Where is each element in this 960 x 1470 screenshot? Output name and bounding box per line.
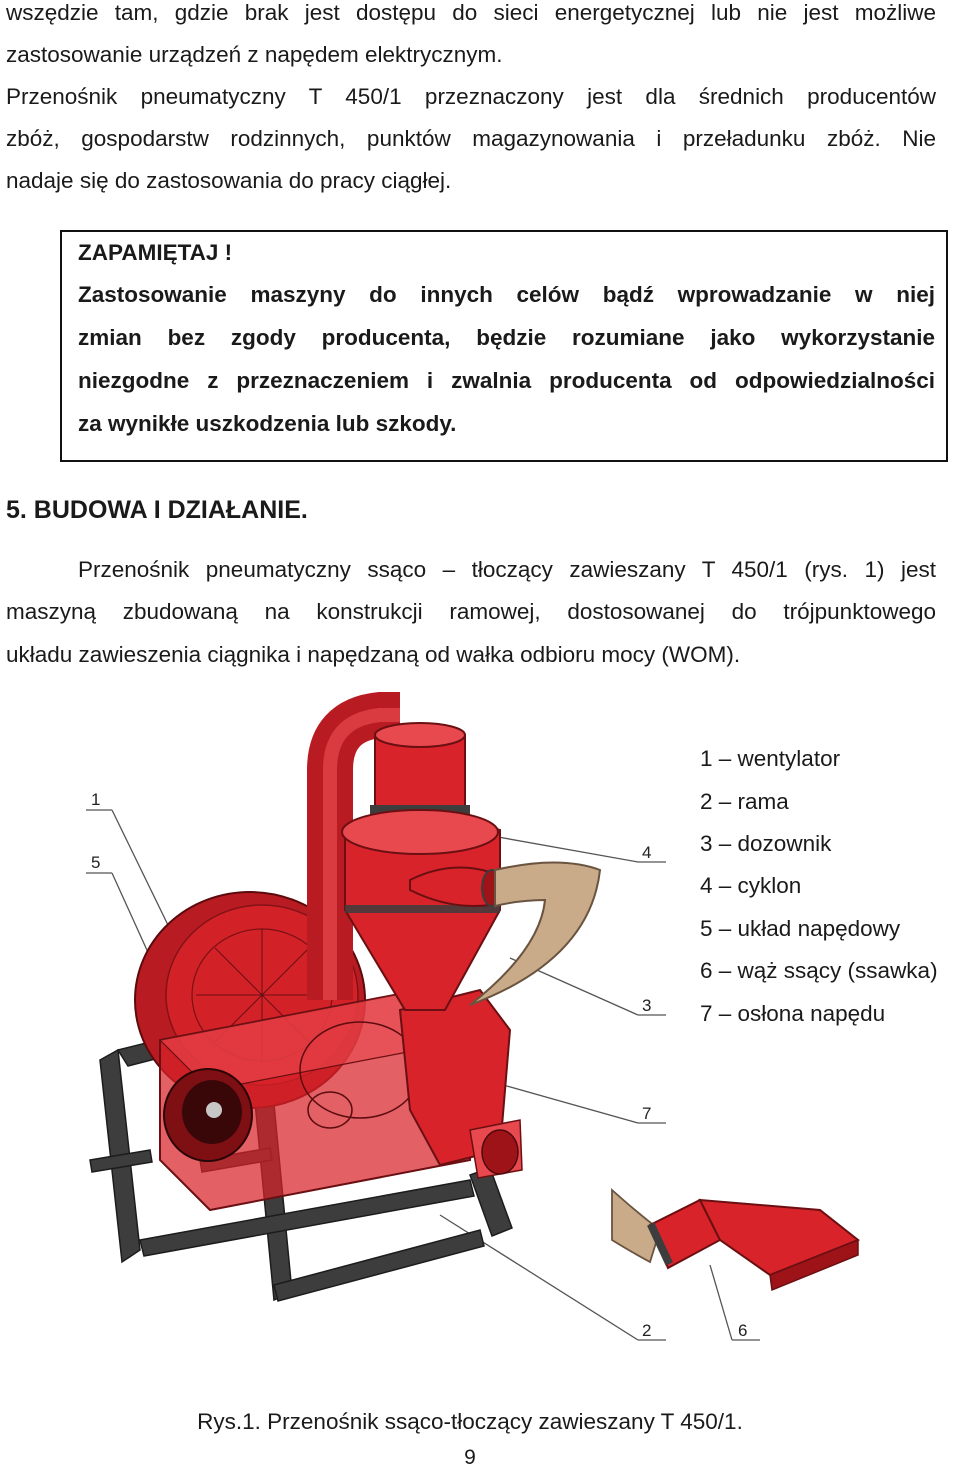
section-line-2: maszyną zbudowaną na konstrukcji ramowej… xyxy=(6,599,936,624)
callout-7: 7 xyxy=(642,1104,652,1123)
legend-item-2: 2 – rama xyxy=(700,789,789,814)
intro-line-2: zastosowanie urządzeń z napędem elektryc… xyxy=(6,42,503,67)
pto-inlet xyxy=(163,1068,253,1162)
section-line-1: Przenośnik pneumatyczny ssąco – tłoczący… xyxy=(78,557,936,582)
legend-item-5: 5 – układ napędowy xyxy=(700,916,901,941)
callout-3: 3 xyxy=(642,996,652,1015)
legend-item-7: 7 – osłona napędu xyxy=(700,1001,886,1026)
cyclone xyxy=(341,722,501,1011)
riser-pipe xyxy=(307,692,400,1000)
intro-line-3: Przenośnik pneumatyczny T 450/1 przeznac… xyxy=(6,84,936,109)
section-line-3: układu zawieszenia ciągnika i napędzaną … xyxy=(6,642,741,667)
legend-item-6: 6 – wąż ssący (ssawka) xyxy=(700,958,938,983)
legend-item-3: 3 – dozownik xyxy=(700,831,832,856)
notice-line-4: za wynikłe uszkodzenia lub szkody. xyxy=(78,411,457,436)
legend-item-4: 4 – cyklon xyxy=(700,873,802,898)
notice-line-3: niezgodne z przeznaczeniem i zwalnia pro… xyxy=(78,368,935,393)
suction-hose xyxy=(611,1187,860,1292)
callout-1: 1 xyxy=(91,790,101,809)
notice-line-2: zmian bez zgody producenta, będzie rozum… xyxy=(78,325,935,350)
notice-title: ZAPAMIĘTAJ ! xyxy=(78,240,233,265)
callout-5: 5 xyxy=(91,853,101,872)
intro-line-4: zbóż, gospodarstw rodzinnych, punktów ma… xyxy=(6,126,936,151)
intro-line-5: nadaje się do zastosowania do pracy ciąg… xyxy=(6,168,452,193)
dosing-unit xyxy=(398,988,523,1179)
figure-caption: Rys.1. Przenośnik ssąco-tłoczący zawiesz… xyxy=(197,1409,743,1434)
callout-6: 6 xyxy=(738,1321,748,1340)
discharge-hose xyxy=(469,861,602,1006)
callout-4: 4 xyxy=(642,843,652,862)
section-heading: 5. BUDOWA I DZIAŁANIE. xyxy=(6,496,308,524)
intro-line-1: wszędzie tam, gdzie brak jest dostępu do… xyxy=(6,0,936,25)
legend-item-1: 1 – wentylator xyxy=(700,746,841,771)
notice-box: ZAPAMIĘTAJ ! Zastosowanie maszyny do inn… xyxy=(60,230,948,462)
page-number: 9 xyxy=(464,1446,476,1469)
notice-line-1: Zastosowanie maszyny do innych celów bąd… xyxy=(78,282,935,307)
callout-2: 2 xyxy=(642,1321,652,1340)
